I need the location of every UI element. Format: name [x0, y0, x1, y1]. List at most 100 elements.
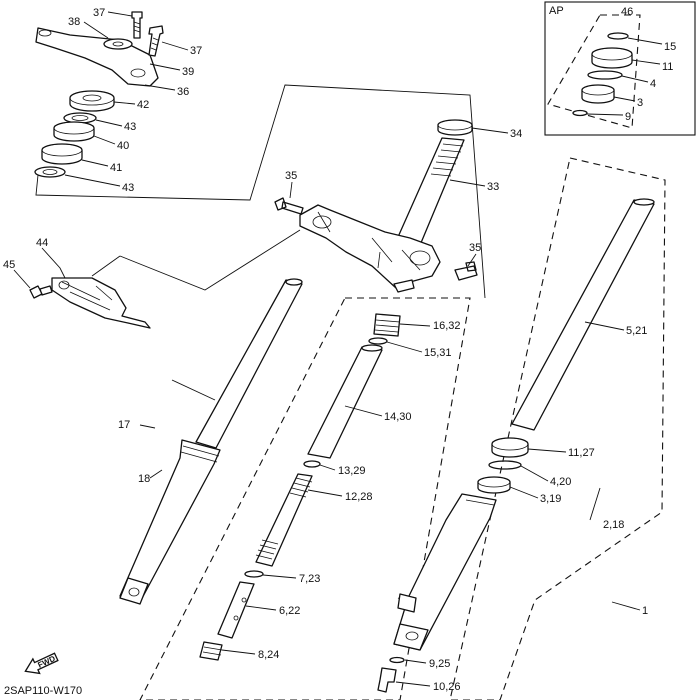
washer-13-29 [303, 460, 321, 468]
outer-tube-18-hole [128, 587, 140, 597]
spring-12-28 [255, 473, 313, 567]
bolt-37a-thread [133, 21, 141, 33]
leader-15-31 [386, 341, 423, 353]
bolt-37b [148, 25, 164, 57]
callout-45: 45 [3, 259, 15, 271]
callout-39: 39 [182, 66, 194, 78]
callout-16-32: 16,32 [433, 320, 461, 332]
leader-40 [93, 135, 116, 145]
callout-35a: 35 [285, 170, 297, 182]
steering-stem-33 [393, 137, 465, 251]
clip-4-20 [488, 460, 522, 470]
callout-5-21: 5,21 [626, 325, 647, 337]
bearing-43a-inner [71, 115, 89, 121]
leader-inset-11 [631, 59, 661, 65]
ring-nut-42-top [69, 90, 115, 106]
bearing-43b [34, 166, 66, 178]
fwd-arrow-icon: FWD [24, 652, 59, 675]
washer-38 [103, 38, 133, 50]
leader-37b [161, 41, 189, 51]
spacer-14-30 [307, 346, 383, 459]
cover-44-detail [61, 281, 113, 311]
inset-ap-frame [544, 1, 696, 136]
callout-12-28: 12,28 [345, 491, 373, 503]
callout-4: 4 [650, 78, 656, 90]
callout-15-31: 15,31 [424, 347, 452, 359]
inner-tube-5-21-top [633, 198, 655, 206]
race-40 [53, 121, 95, 142]
leader-13-29 [319, 464, 336, 471]
callout-13-29: 13,29 [338, 465, 366, 477]
race-40-top [53, 121, 95, 135]
callout-41: 41 [110, 162, 122, 174]
leader-3-19 [509, 486, 539, 499]
bearing-43a [63, 112, 97, 124]
damper-rod-hole-b [233, 615, 239, 621]
callout-11: 11 [662, 61, 673, 73]
leader-6-22 [245, 605, 277, 611]
callout-2-18: 2,18 [603, 519, 624, 531]
oil-seal-11-27-top [491, 437, 529, 451]
damper-rod-hole-a [241, 597, 247, 603]
ring-7-23 [244, 570, 264, 578]
leader-17-18 [171, 379, 216, 401]
callout-11-27: 11,27 [568, 447, 595, 459]
leader-39 [149, 63, 181, 71]
leader-inset-4 [621, 75, 649, 83]
spacer-14-30-top [361, 344, 383, 352]
cover-44-hole [58, 280, 70, 290]
fwd-label: FWD [36, 654, 57, 670]
spring-coils-upper [289, 477, 313, 498]
callout-37b: 37 [190, 45, 202, 57]
leader-7-23 [262, 574, 297, 579]
leader-45 [13, 269, 31, 289]
callout-4-20: 4,20 [550, 476, 571, 488]
leader-18 [149, 469, 163, 479]
callout-8-24: 8,24 [258, 649, 279, 661]
leader-4-20 [520, 465, 549, 482]
callout-42: 42 [137, 99, 149, 111]
washer-3-19 [477, 476, 511, 494]
leader-5-21 [584, 321, 625, 331]
taper-spindle-8-24 [199, 641, 223, 661]
damper-rod-6-22 [217, 581, 255, 639]
callout-3-19: 3,19 [540, 493, 561, 505]
outer-tube-2-18-hole [405, 631, 419, 641]
callout-37a: 37 [93, 7, 105, 19]
inset-title: AP [549, 5, 564, 17]
bolt-37b-thread [150, 37, 159, 51]
o-ring-15-31 [368, 337, 388, 345]
inner-tube-17-top [285, 278, 303, 286]
inset-kit-outline [547, 14, 641, 129]
leader-38 [83, 21, 109, 39]
upper-bracket-hole-right [130, 68, 146, 78]
leader-42 [113, 101, 136, 105]
callout-17: 17 [118, 419, 130, 431]
upper-bracket-hole-left [38, 29, 52, 37]
lower-bracket-clamp-right [409, 250, 431, 266]
leader-inset-9 [586, 113, 624, 116]
washer-38-hole [112, 41, 124, 47]
callout-9-25: 9,25 [429, 658, 450, 670]
callout-10-26: 10,26 [433, 681, 461, 693]
leader-17 [139, 424, 156, 429]
outer-tube-18 [119, 439, 221, 603]
inset-clip-4 [587, 70, 623, 80]
leader-inset-3 [613, 96, 636, 102]
callout-33: 33 [487, 181, 499, 193]
drawing-code: 2SAP110-W170 [4, 685, 82, 697]
callout-38: 38 [68, 16, 80, 28]
leader-2-18 [589, 487, 601, 521]
callout-46: 46 [621, 6, 633, 18]
outer-tube-2-18-foot [393, 623, 429, 651]
steering-stem-thread [430, 143, 464, 177]
leader-33 [449, 179, 486, 187]
lower-bracket-clamp [312, 215, 332, 229]
callout-6-22: 6,22 [279, 605, 300, 617]
inner-tube-5-21 [511, 199, 655, 431]
taper-spindle-coils [202, 646, 223, 656]
callout-18: 18 [138, 473, 150, 485]
race-41-top [41, 143, 83, 157]
washer-9-25 [389, 656, 405, 664]
